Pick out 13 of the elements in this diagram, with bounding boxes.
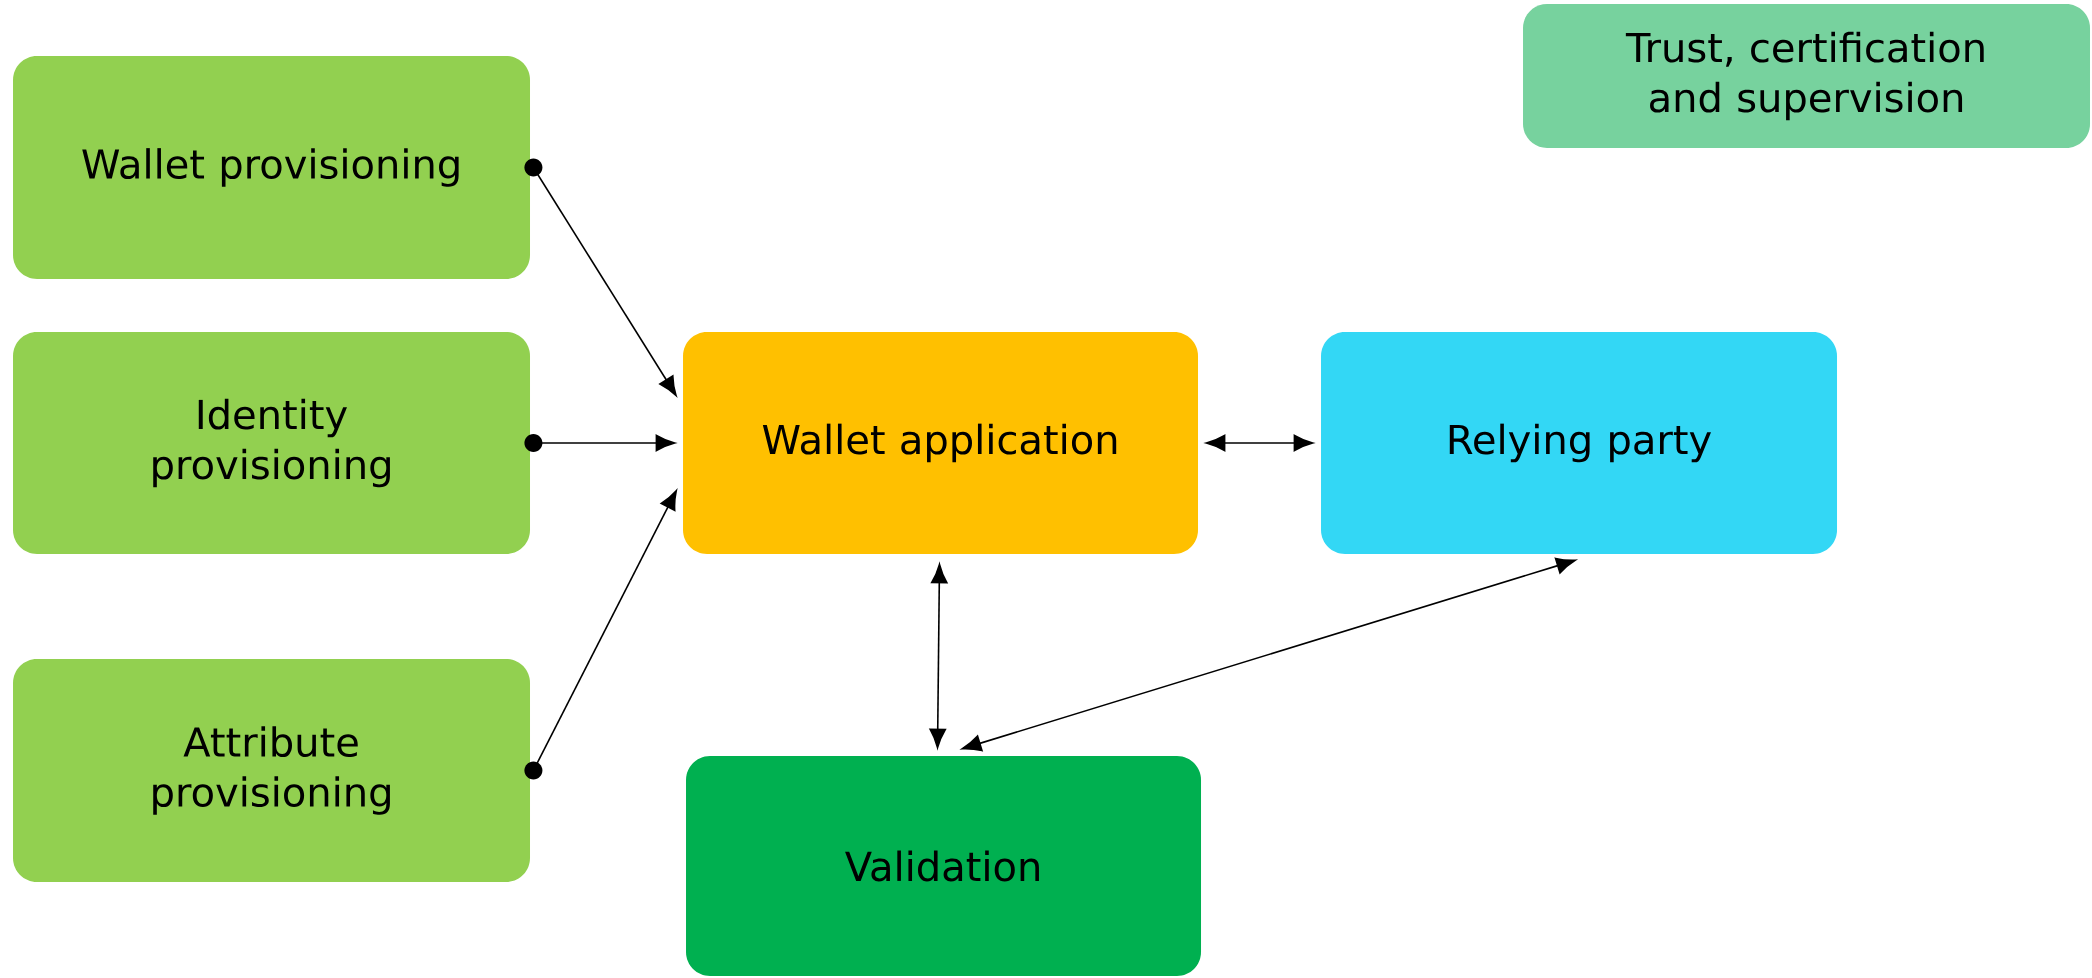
note-box: Trust, certification and supervision [1523,4,2090,148]
arrow [524,158,677,397]
application-box: Wallet application [683,332,1198,554]
arrow [524,434,676,452]
arrow [524,489,678,780]
process-box: Attribute provisioning [13,659,530,882]
party-box: Relying party [1321,332,1837,554]
arrow [1205,434,1314,452]
process-box: Wallet provisioning [13,56,530,279]
process-box: Identity provisioning [13,332,530,554]
arrow [929,563,948,749]
validation-box: Validation [686,756,1201,976]
arrow [961,557,1576,752]
